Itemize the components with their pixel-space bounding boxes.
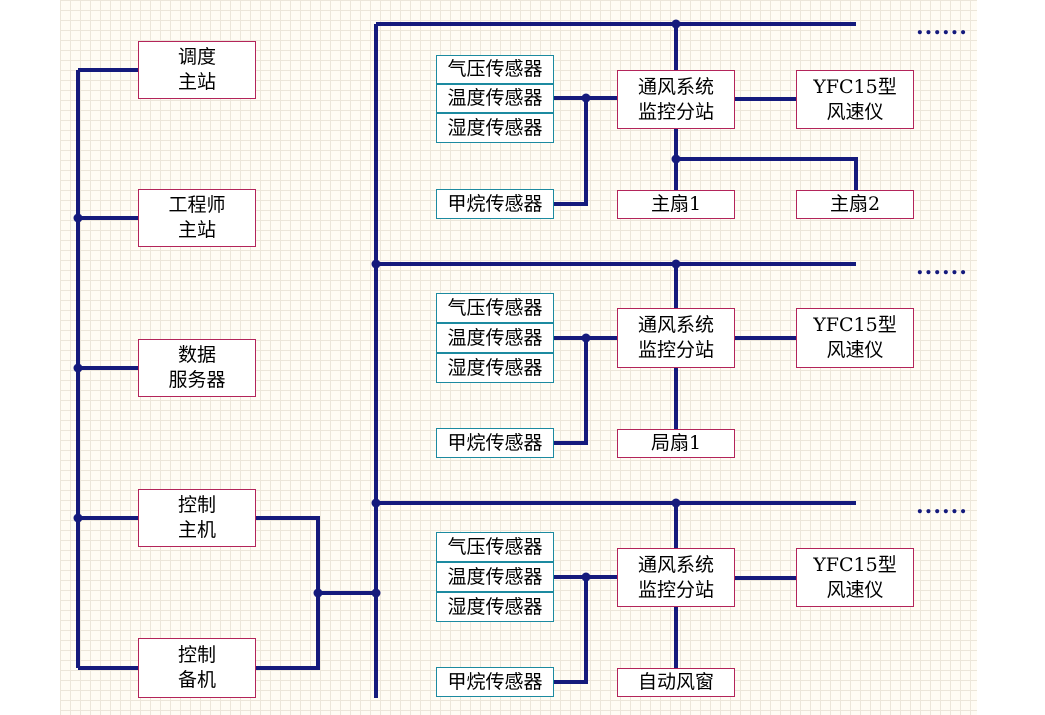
- junction-dot: [671, 259, 681, 269]
- continuation-dots: ......: [916, 14, 968, 40]
- humidity-sensor: 湿度传感器: [436, 113, 554, 143]
- ventilation-substation: 通风系统 监控分站: [617, 70, 735, 129]
- pressure-sensor: 气压传感器: [436, 293, 554, 323]
- pressure-sensor: 气压传感器: [436, 532, 554, 562]
- junction-dot: [671, 498, 681, 508]
- junction-dot: [73, 513, 83, 523]
- humidity-sensor: 湿度传感器: [436, 353, 554, 383]
- control-host: 控制 主机: [138, 489, 256, 547]
- junction-dot: [313, 588, 323, 598]
- control-backup: 控制 备机: [138, 638, 256, 698]
- ventilation-substation: 通风系统 监控分站: [617, 548, 735, 607]
- junction-dot: [671, 19, 681, 29]
- station1-methane-link: [554, 98, 588, 206]
- link-control-merge: [256, 516, 320, 670]
- junction-dot: [581, 93, 591, 103]
- anemometer: YFC15型 风速仪: [796, 70, 914, 129]
- junction-dot: [371, 259, 381, 269]
- data-server: 数据 服务器: [138, 339, 256, 397]
- anemometer: YFC15型 风速仪: [796, 308, 914, 368]
- left-margin: [0, 0, 60, 715]
- junction-dot: [73, 363, 83, 373]
- right-margin: [977, 0, 1045, 715]
- dispatch-master-station: 调度 主站: [138, 41, 256, 99]
- continuation-dots: ......: [916, 493, 968, 519]
- station1-fan2-link: [676, 157, 858, 190]
- ventilation-substation: 通风系统 监控分站: [617, 308, 735, 368]
- junction-dot: [581, 333, 591, 343]
- temperature-sensor: 温度传感器: [436, 562, 554, 592]
- station2-methane-link: [554, 338, 588, 445]
- anemometer: YFC15型 风速仪: [796, 548, 914, 607]
- station3-methane-link: [554, 577, 588, 684]
- methane-sensor: 甲烷传感器: [436, 667, 554, 697]
- junction-dot: [73, 213, 83, 223]
- humidity-sensor: 湿度传感器: [436, 592, 554, 622]
- temperature-sensor: 温度传感器: [436, 84, 554, 113]
- junction-dot: [371, 498, 381, 508]
- junction-dot: [671, 154, 681, 164]
- temperature-sensor: 温度传感器: [436, 323, 554, 353]
- continuation-dots: ......: [916, 254, 968, 280]
- engineer-master-station: 工程师 主站: [138, 189, 256, 247]
- junction-dot: [581, 572, 591, 582]
- junction-dot: [371, 588, 381, 598]
- main-fan-2: 主扇2: [796, 190, 914, 219]
- pressure-sensor: 气压传感器: [436, 55, 554, 84]
- methane-sensor: 甲烷传感器: [436, 189, 554, 219]
- local-fan-1: 局扇1: [617, 429, 735, 458]
- methane-sensor: 甲烷传感器: [436, 428, 554, 458]
- automatic-air-window: 自动风窗: [617, 668, 735, 697]
- main-fan-1: 主扇1: [617, 190, 735, 219]
